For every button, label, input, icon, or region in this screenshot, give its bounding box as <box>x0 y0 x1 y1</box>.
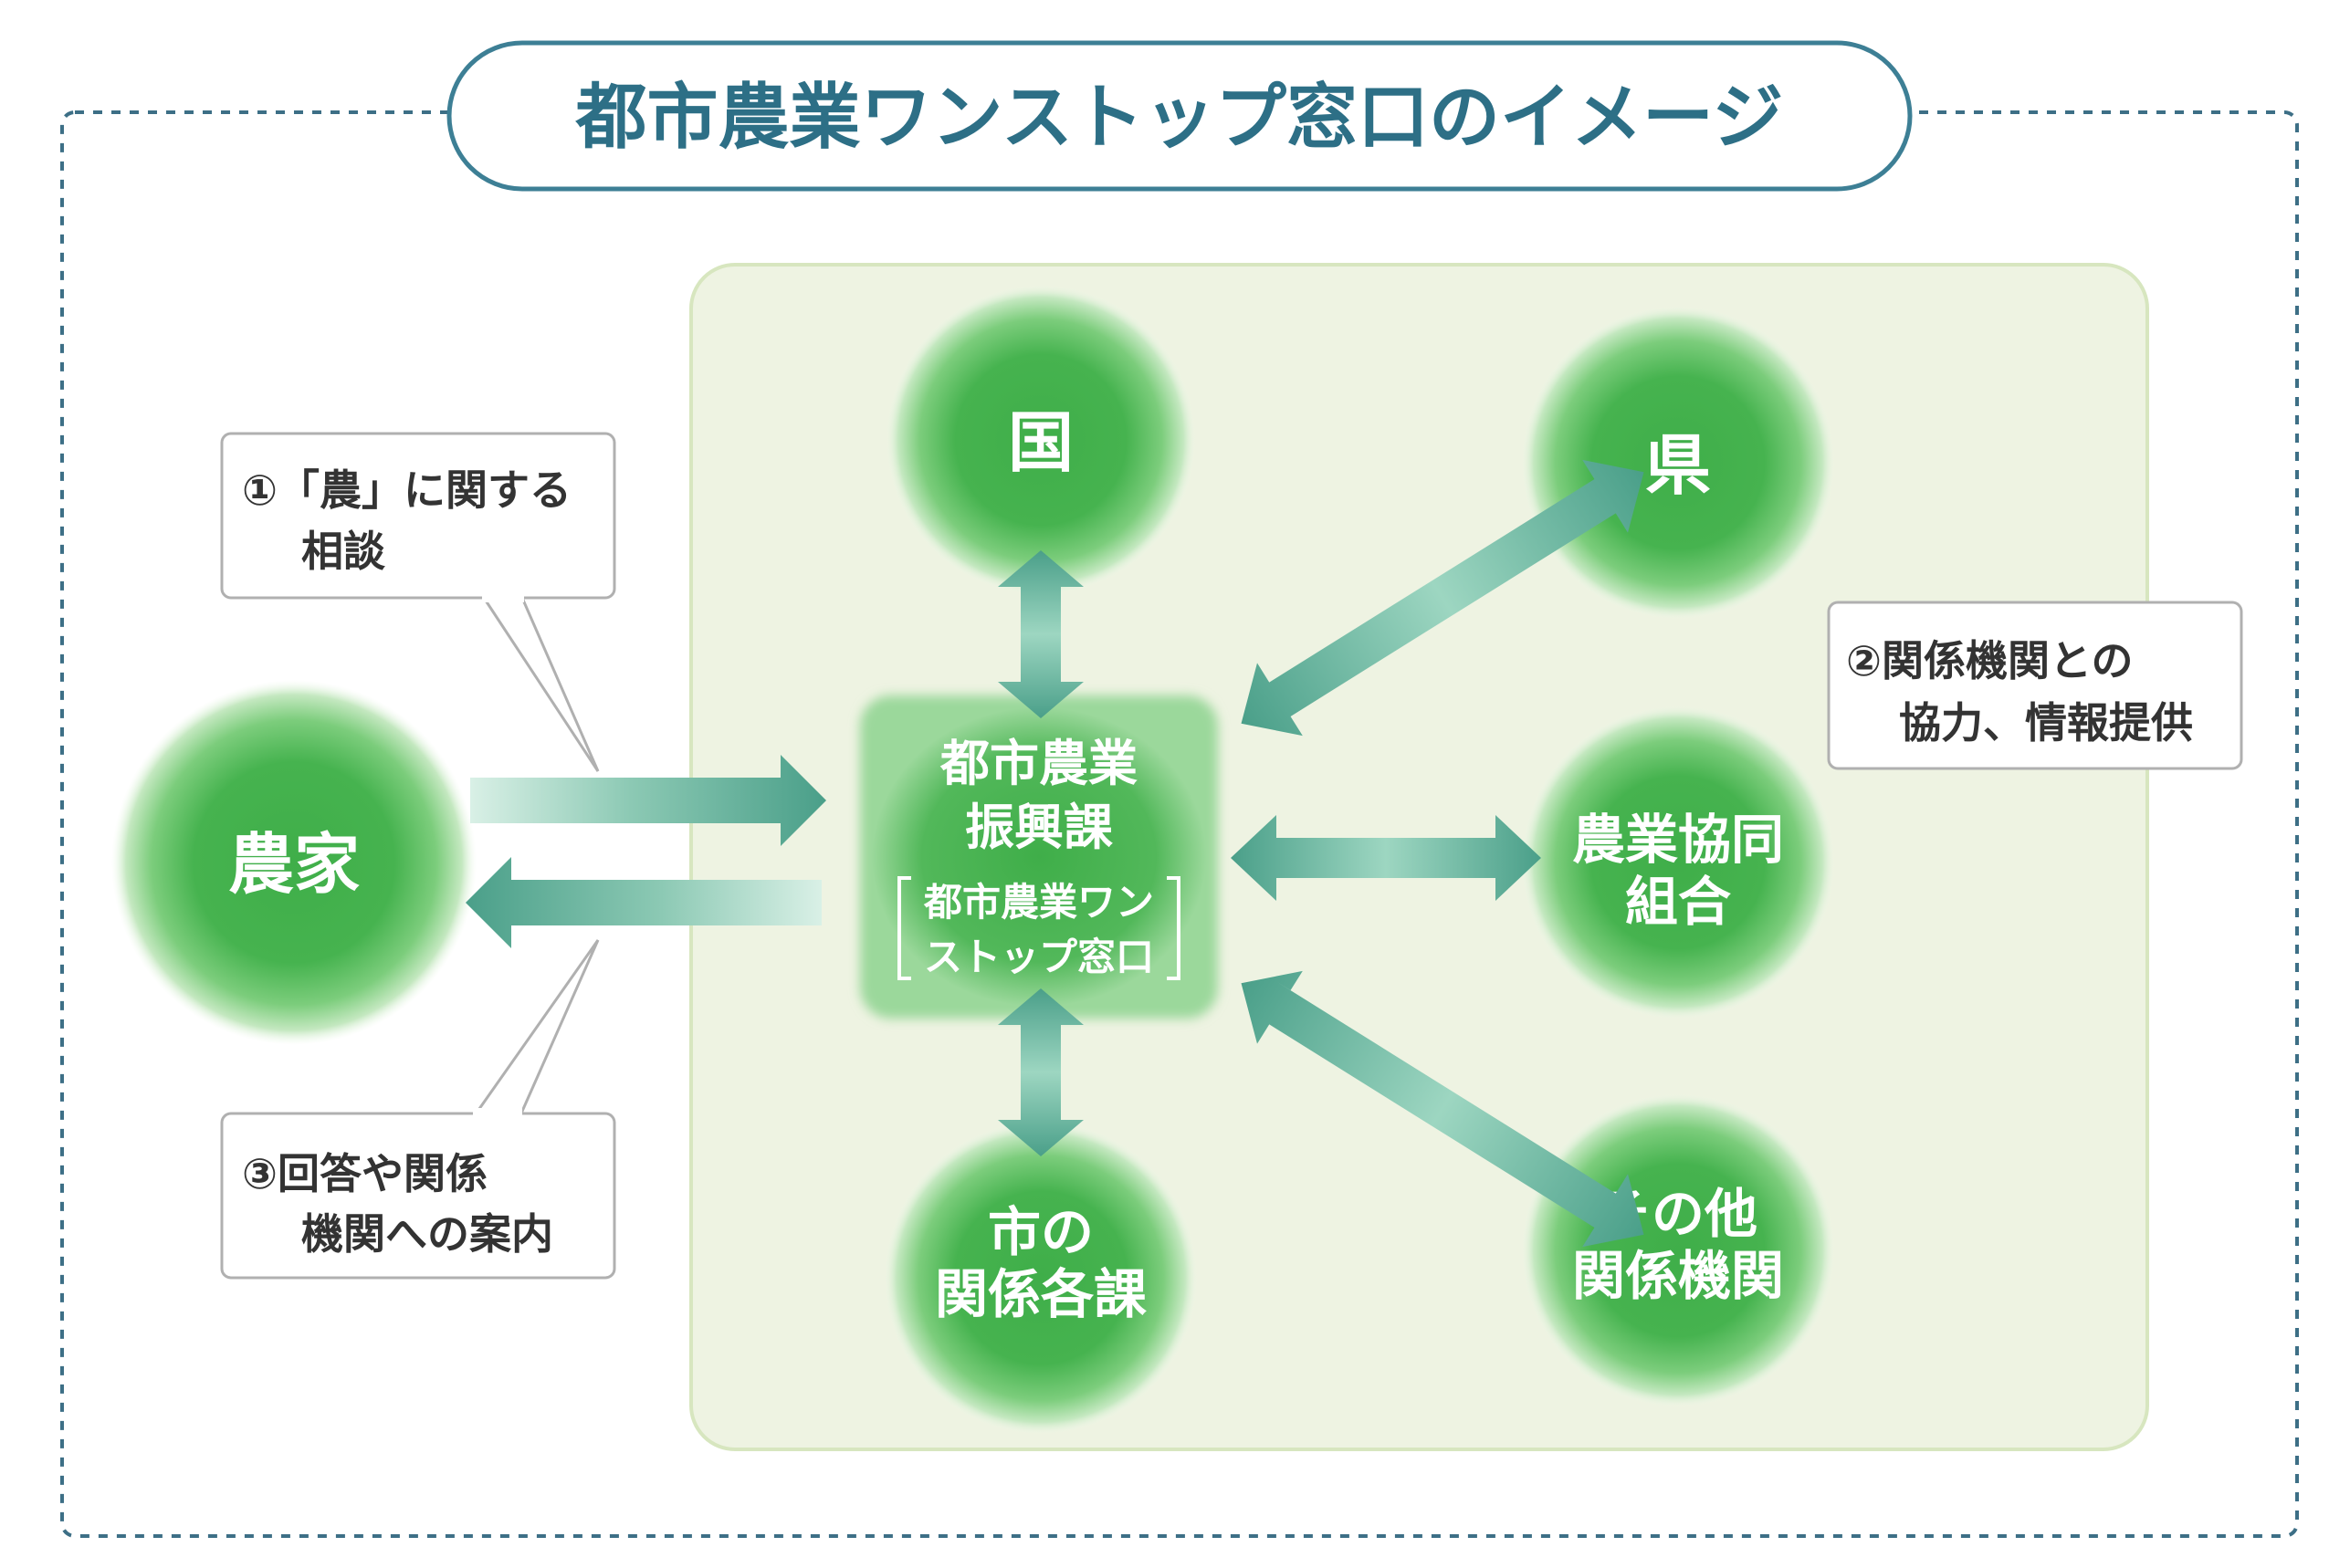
node-ja-label-1: 農業協同 <box>1572 809 1784 871</box>
note-cooperation-line2: 協力、情報提供 <box>1899 698 2193 747</box>
note-answer-line1: ③回答や関係 <box>242 1149 488 1198</box>
node-city-departments: 市の 関係各課 <box>884 1121 1198 1435</box>
page-title: 都市農業ワンストップ窓口のイメージ <box>575 77 1784 159</box>
arrow-center-prefecture <box>1230 459 1644 737</box>
center-label-4: ストップ窓口 <box>924 935 1154 979</box>
arrow-center-other <box>1241 966 1644 1248</box>
arrow-farmer-to-center <box>470 755 826 846</box>
arrow-center-ja <box>1231 815 1541 901</box>
note-cooperation: ②関係機関との 協力、情報提供 <box>1827 601 2243 770</box>
node-prefecture: 県 <box>1521 306 1835 620</box>
note-consultation-line2: 相談 <box>301 527 385 576</box>
arrow-center-national <box>998 550 1084 718</box>
arrow-center-to-farmer <box>466 857 822 948</box>
node-farmer-label: 農家 <box>228 826 360 903</box>
bracket-right <box>1167 876 1180 980</box>
node-other-agencies: その他 関係機関 <box>1521 1093 1835 1407</box>
node-other-label-2: 関係機関 <box>1572 1245 1784 1307</box>
note-consultation-line1: ①「農」に関する <box>242 465 572 515</box>
note-consultation: ①「農」に関する 相談 <box>220 432 616 772</box>
center-office: 都市農業 振興課 都市農業ワン ストップ窓口 <box>860 695 1218 1019</box>
node-ja-label-2: 組合 <box>1625 871 1731 933</box>
note-answer: ③回答や関係 機関への案内 <box>220 939 616 1280</box>
center-label-2: 振興課 <box>965 799 1113 856</box>
node-city-label-1: 市の <box>988 1201 1094 1263</box>
title-banner: 都市農業ワンストップ窓口のイメージ <box>446 40 1913 192</box>
node-city-label-2: 関係各課 <box>935 1263 1147 1325</box>
center-label-3: 都市農業ワン <box>923 880 1154 925</box>
note-cooperation-line1: ②関係機関との <box>1846 636 2134 685</box>
node-ja: 農業協同 組合 <box>1521 706 1835 1019</box>
arrow-center-city <box>998 988 1084 1156</box>
note-answer-line2: 機関への案内 <box>301 1209 553 1259</box>
node-prefecture-label: 県 <box>1645 427 1711 504</box>
bracket-left <box>897 876 911 980</box>
center-label-1: 都市農業 <box>939 735 1138 792</box>
node-national-label: 国 <box>1008 404 1074 481</box>
node-farmer: 農家 <box>111 680 477 1045</box>
node-national: 国 <box>886 285 1196 595</box>
